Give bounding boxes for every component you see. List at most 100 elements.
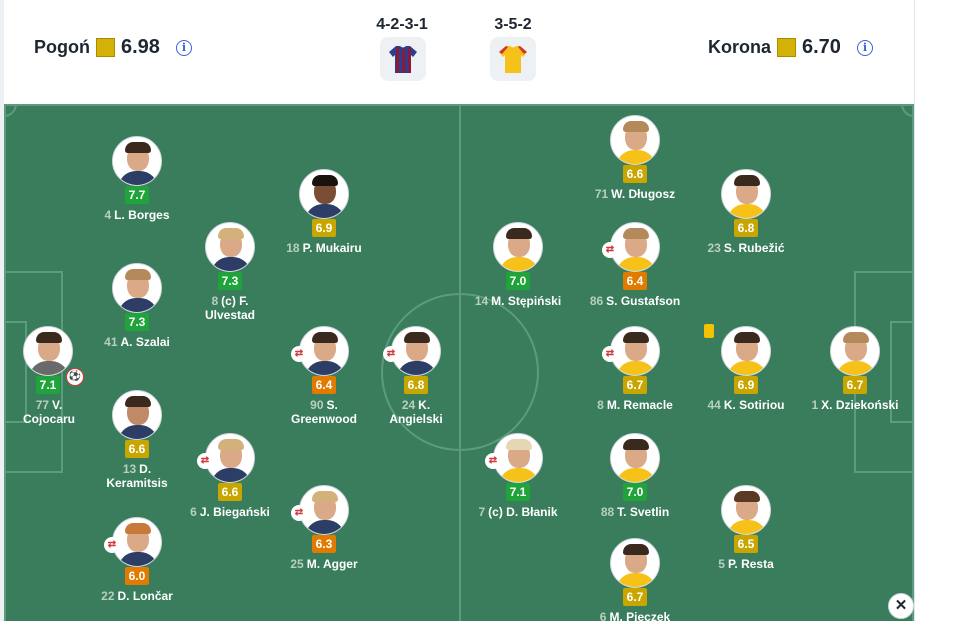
yellow-card-icon bbox=[704, 324, 714, 338]
player-rating-badge: 7.0 bbox=[506, 272, 530, 290]
player-rating-badge: 6.4 bbox=[312, 376, 336, 394]
away-kit bbox=[490, 37, 536, 81]
player-avatar bbox=[112, 390, 162, 440]
player-avatar bbox=[721, 326, 771, 376]
lineup-header: Pogoń 6.98 i 4-2-3-1 3-5-2 Korona bbox=[4, 0, 914, 104]
player-rating-badge: 6.6 bbox=[623, 165, 647, 183]
player-rating-badge: 6.9 bbox=[734, 376, 758, 394]
home-rating-badge-icon bbox=[96, 38, 115, 57]
close-button[interactable]: ✕ bbox=[888, 593, 914, 619]
player-avatar bbox=[23, 326, 73, 376]
away-team-rating: 6.70 bbox=[802, 36, 841, 58]
player-avatar bbox=[299, 326, 349, 376]
player-avatar bbox=[493, 433, 543, 483]
player-avatar bbox=[610, 222, 660, 272]
substitution-icon: ⇄ bbox=[291, 346, 307, 362]
away-rating-badge-icon bbox=[777, 38, 796, 57]
home-kit bbox=[380, 37, 426, 81]
player-rating-badge: 6.8 bbox=[404, 376, 428, 394]
own-goal-icon: ⚽ bbox=[66, 368, 84, 386]
home-info-icon[interactable]: i bbox=[175, 39, 192, 56]
away-formation: 3-5-2 bbox=[494, 16, 532, 33]
player-name: 7(c) D. Błanik bbox=[478, 505, 558, 519]
player-avatar bbox=[112, 263, 162, 313]
player-avatar bbox=[299, 485, 349, 535]
home-team-name: Pogoń bbox=[34, 37, 90, 57]
player-rating-badge: 6.9 bbox=[312, 219, 336, 237]
player-rating-badge: 6.6 bbox=[125, 440, 149, 458]
substitution-icon: ⇄ bbox=[291, 505, 307, 521]
player-avatar bbox=[610, 433, 660, 483]
player-rating-badge: 7.3 bbox=[125, 313, 149, 331]
player-rating-badge: 6.8 bbox=[734, 219, 758, 237]
player-avatar bbox=[610, 326, 660, 376]
player-name: 8(c) F. Ulvestad bbox=[204, 294, 256, 322]
player-rating-badge: 6.7 bbox=[623, 588, 647, 606]
player-rating-badge: 6.6 bbox=[218, 483, 242, 501]
home-formation: 4-2-3-1 bbox=[376, 16, 428, 33]
substitution-icon: ⇄ bbox=[197, 453, 213, 469]
player-avatar bbox=[205, 222, 255, 272]
player-avatar bbox=[721, 169, 771, 219]
player-avatar bbox=[610, 115, 660, 165]
player-rating-badge: 7.1 bbox=[36, 376, 60, 394]
home-player-6[interactable]: 7.3 8(c) F. Ulvestad bbox=[165, 222, 295, 322]
player-avatar bbox=[830, 326, 880, 376]
substitution-icon: ⇄ bbox=[602, 242, 618, 258]
player-rating-badge: 7.7 bbox=[125, 186, 149, 204]
player-rating-badge: 7.3 bbox=[218, 272, 242, 290]
player-rating-badge: 6.5 bbox=[734, 535, 758, 553]
player-rating-badge: 7.0 bbox=[623, 483, 647, 501]
away-player-8[interactable]: ⇄ 7.1 7(c) D. Błanik bbox=[453, 433, 583, 519]
away-team-name: Korona bbox=[708, 37, 771, 57]
home-team: Pogoń 6.98 i bbox=[34, 36, 192, 59]
away-info-icon[interactable]: i bbox=[856, 39, 873, 56]
player-avatar bbox=[721, 485, 771, 535]
home-shirt-icon bbox=[389, 46, 417, 73]
substitution-icon: ⇄ bbox=[602, 346, 618, 362]
substitution-icon: ⇄ bbox=[485, 453, 501, 469]
player-avatar bbox=[299, 169, 349, 219]
substitution-icon: ⇄ bbox=[383, 346, 399, 362]
player-rating-badge: 6.0 bbox=[125, 567, 149, 585]
player-avatar bbox=[112, 517, 162, 567]
